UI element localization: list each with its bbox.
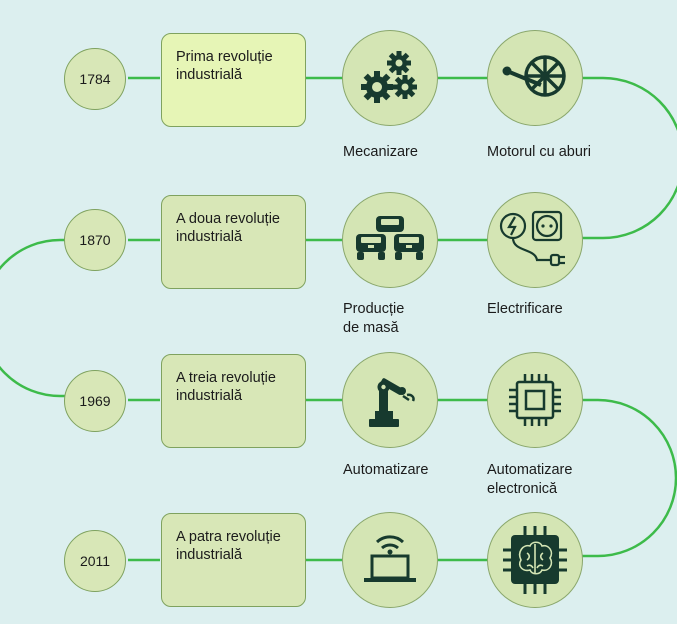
steam-engine-circle bbox=[487, 30, 583, 126]
steam-wheel-icon bbox=[502, 55, 566, 97]
caption-line: Automatizare bbox=[343, 462, 429, 478]
year-1784: 1784 bbox=[64, 48, 126, 110]
caption-steam-engine: Motorul cu aburi bbox=[487, 143, 591, 162]
automation-circle bbox=[342, 352, 438, 448]
mass-production-circle bbox=[342, 192, 438, 288]
year-2011: 2011 bbox=[64, 530, 126, 592]
connectivity-circle bbox=[342, 512, 438, 608]
gears-icon bbox=[361, 51, 417, 103]
revolution-box-1: Prima revoluție industrială bbox=[161, 33, 306, 127]
robot-arm-icon bbox=[369, 378, 415, 427]
ai-circle bbox=[487, 512, 583, 608]
revolution-box-2: A doua revoluție industrială bbox=[161, 195, 306, 289]
mechanization-circle bbox=[342, 30, 438, 126]
caption-mass-production: Producție de masă bbox=[343, 300, 404, 338]
caption-line: electronică bbox=[487, 481, 558, 497]
revolution-label-line2: industrială bbox=[176, 388, 243, 404]
ai-brain-chip-icon bbox=[503, 526, 567, 594]
year-label: 1784 bbox=[79, 71, 111, 87]
electronic-automation-circle bbox=[487, 352, 583, 448]
caption-line: Automatizare bbox=[487, 462, 573, 478]
plug-socket-icon bbox=[499, 210, 565, 267]
revolution-label-line1: A patra revoluție bbox=[176, 529, 281, 545]
year-1969: 1969 bbox=[64, 370, 126, 432]
cars-icon bbox=[356, 216, 424, 260]
revolution-label-line2: industrială bbox=[176, 67, 243, 83]
laptop-wifi-icon bbox=[364, 535, 416, 582]
revolution-box-4: A patra revoluție industrială bbox=[161, 513, 306, 607]
revolution-label-line1: A treia revoluție bbox=[176, 370, 276, 386]
caption-line: Electrificare bbox=[487, 301, 563, 317]
caption-line: Mecanizare bbox=[343, 144, 418, 160]
caption-electronic-automation: Automatizare electronică bbox=[487, 461, 572, 499]
caption-mechanization: Mecanizare bbox=[343, 143, 418, 162]
revolution-box-3: A treia revoluție industrială bbox=[161, 354, 306, 448]
chip-icon bbox=[509, 374, 561, 426]
year-1870: 1870 bbox=[64, 209, 126, 271]
revolution-label-line1: A doua revoluție bbox=[176, 211, 280, 227]
electrification-circle bbox=[487, 192, 583, 288]
year-label: 1870 bbox=[79, 232, 111, 248]
caption-line: Producție bbox=[343, 301, 405, 317]
caption-line: de masă bbox=[343, 320, 399, 336]
revolution-label-line1: Prima revoluție bbox=[176, 49, 273, 65]
year-label: 1969 bbox=[79, 393, 111, 409]
caption-automation: Automatizare bbox=[343, 461, 428, 480]
revolution-label-line2: industrială bbox=[176, 229, 243, 245]
year-label: 2011 bbox=[79, 553, 111, 569]
caption-line: Motorul cu aburi bbox=[487, 144, 591, 160]
caption-electrification: Electrificare bbox=[487, 300, 563, 319]
revolution-label-line2: industrială bbox=[176, 547, 243, 563]
